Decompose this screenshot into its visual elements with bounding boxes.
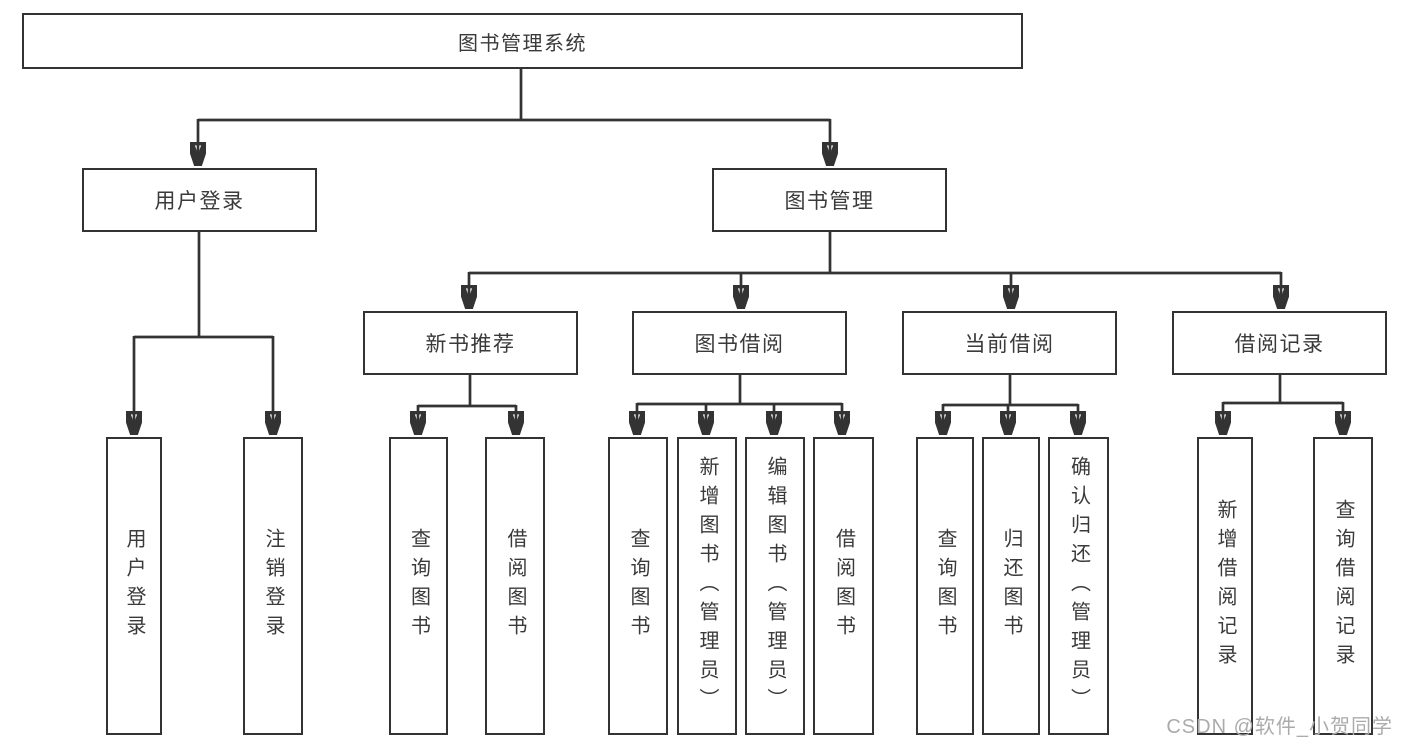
leaf-query-books-1: 查询图书 [389, 437, 448, 735]
leaf-label: 借阅图书 [832, 528, 855, 644]
leaf-user-login: 用户登录 [106, 437, 162, 735]
leaf-label: 确认归还（管理员） [1067, 455, 1090, 717]
node-current-borrowing: 当前借阅 [902, 311, 1117, 375]
leaf-return-books: 归还图书 [982, 437, 1040, 735]
node-label: 新书推荐 [425, 333, 516, 356]
node-label: 图书管理系统 [458, 32, 587, 55]
node-label: 图书管理 [784, 190, 875, 213]
node-library-management-system: 图书管理系统 [22, 13, 1023, 69]
leaf-label: 查询图书 [934, 528, 956, 644]
leaf-label: 注销登录 [262, 528, 284, 644]
leaf-label: 编辑图书（管理员） [764, 455, 786, 717]
leaf-query-books-3: 查询图书 [916, 437, 974, 735]
leaf-borrow-books-1: 借阅图书 [485, 437, 545, 735]
node-user-login: 用户登录 [82, 168, 317, 232]
leaf-label: 借阅图书 [504, 528, 526, 644]
leaf-label: 新增图书（管理员） [696, 455, 718, 717]
leaf-confirm-return-admin: 确认归还（管理员） [1048, 437, 1109, 735]
leaf-label: 归还图书 [1000, 528, 1022, 644]
node-label: 当前借阅 [964, 333, 1055, 356]
node-label: 借阅记录 [1234, 333, 1325, 356]
leaf-label: 查询借阅记录 [1332, 499, 1354, 673]
leaf-logout: 注销登录 [243, 437, 303, 735]
node-label: 用户登录 [154, 190, 245, 213]
leaf-query-borrow-record: 查询借阅记录 [1313, 437, 1373, 735]
node-label: 图书借阅 [694, 333, 785, 356]
leaf-edit-books-admin: 编辑图书（管理员） [745, 437, 805, 735]
leaf-add-borrow-record: 新增借阅记录 [1197, 437, 1253, 735]
leaf-label: 查询图书 [627, 528, 649, 644]
leaf-label: 查询图书 [407, 528, 430, 644]
watermark: CSDN @软件_小贺同学 [1166, 716, 1393, 738]
leaf-query-books-2: 查询图书 [608, 437, 668, 735]
node-book-management: 图书管理 [712, 168, 947, 232]
node-book-borrowing: 图书借阅 [632, 311, 847, 375]
node-borrowing-records: 借阅记录 [1172, 311, 1387, 375]
leaf-label: 用户登录 [123, 528, 145, 644]
leaf-label: 新增借阅记录 [1214, 499, 1236, 673]
leaf-add-books-admin: 新增图书（管理员） [677, 437, 737, 735]
leaf-borrow-books-2: 借阅图书 [813, 437, 874, 735]
node-new-book-recommendation: 新书推荐 [363, 311, 578, 375]
